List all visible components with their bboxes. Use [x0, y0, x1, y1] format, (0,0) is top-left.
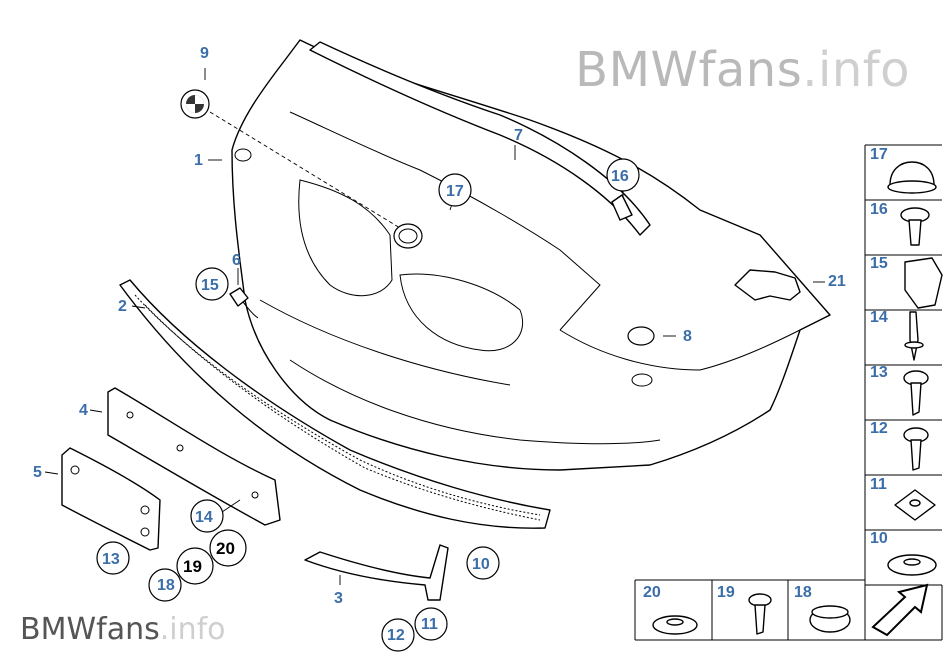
- callout-circle-17: [438, 173, 472, 207]
- bottom-fasteners: [634, 579, 943, 641]
- bumper-cover-part[interactable]: [231, 39, 831, 471]
- callout-3[interactable]: 3: [334, 590, 343, 607]
- fastener-20-icon[interactable]: [652, 615, 698, 635]
- sidebar-label-15[interactable]: 15: [870, 255, 888, 272]
- watermark-top-suffix: .info: [802, 42, 910, 98]
- callout-7[interactable]: 7: [514, 127, 523, 144]
- callout-14-circle[interactable]: 14: [195, 509, 213, 526]
- sidebar-label-13[interactable]: 13: [870, 364, 888, 381]
- sidebar-label-16[interactable]: 16: [870, 201, 888, 218]
- callout-20-circle[interactable]: 20: [216, 539, 235, 558]
- callout-circle-15: [195, 267, 229, 301]
- callout-circle-18: [148, 568, 182, 602]
- callout-16-circle[interactable]: 16: [611, 168, 629, 185]
- callout-4[interactable]: 4: [79, 402, 88, 419]
- sidebar-label-10[interactable]: 10: [870, 530, 888, 547]
- fastener-10-icon[interactable]: [887, 554, 937, 576]
- fastener-18-icon[interactable]: [809, 605, 851, 633]
- callout-circle-20: [209, 529, 247, 567]
- callout-circle-12: [381, 618, 415, 652]
- watermark-bottom-suffix: .info: [159, 612, 226, 647]
- sidebar-fasteners: [864, 144, 943, 586]
- callout-circles: [96, 158, 640, 652]
- bmw-emblem-part[interactable]: [180, 89, 210, 119]
- callout-circle-13: [96, 541, 130, 575]
- fastener-11-icon[interactable]: [894, 489, 936, 521]
- callout-11-circle[interactable]: 11: [421, 616, 438, 633]
- fastener-13-icon[interactable]: [903, 370, 929, 416]
- plate-base-part[interactable]: [107, 387, 281, 526]
- sidebar-label-12[interactable]: 12: [870, 420, 888, 437]
- fastener-12-icon[interactable]: [903, 427, 929, 471]
- callout-21[interactable]: 21: [828, 273, 846, 290]
- fastener-16-icon[interactable]: [900, 207, 930, 246]
- callout-circle-14: [190, 499, 224, 533]
- callout-circle-10: [466, 546, 500, 580]
- bracket-21-part[interactable]: [734, 269, 801, 301]
- callout-1[interactable]: 1: [194, 152, 203, 169]
- bottom-label-18[interactable]: 18: [794, 584, 812, 601]
- callout-labels: 1 2 3 4 5 6 7 8 9 21 16 17 15 14 20 19 1…: [33, 45, 888, 644]
- callout-circle-11: [414, 607, 448, 641]
- watermark-top: BMWfans.info: [575, 42, 910, 98]
- plate-holder-part[interactable]: [61, 447, 161, 551]
- lower-grille-part[interactable]: [119, 279, 551, 529]
- sidebar-label-14[interactable]: 14: [870, 309, 888, 326]
- callout-9[interactable]: 9: [200, 45, 209, 62]
- sidebar-label-17[interactable]: 17: [870, 146, 888, 163]
- watermark-top-main: BMWfans: [575, 42, 803, 98]
- callout-6[interactable]: 6: [232, 252, 241, 269]
- watermark-bottom-main: BMWfans: [20, 612, 160, 647]
- sensor-part[interactable]: [229, 287, 259, 319]
- tow-cap-part[interactable]: [627, 326, 655, 346]
- callout-13-circle[interactable]: 13: [102, 551, 120, 568]
- sidebar-label-11[interactable]: 11: [870, 476, 887, 493]
- callout-2[interactable]: 2: [118, 298, 127, 315]
- callout-circle-16: [606, 158, 640, 192]
- callout-8[interactable]: 8: [683, 328, 692, 345]
- bracket-part[interactable]: [304, 544, 449, 601]
- bottom-label-19[interactable]: 19: [717, 584, 735, 601]
- callout-15-circle[interactable]: 15: [201, 277, 219, 294]
- upper-strip-part[interactable]: [309, 41, 651, 236]
- bottom-label-20[interactable]: 20: [643, 584, 661, 601]
- fastener-14-icon[interactable]: [904, 311, 924, 361]
- callout-19-circle[interactable]: 19: [183, 557, 202, 576]
- clip-16-part[interactable]: [611, 194, 633, 221]
- callout-17-circle[interactable]: 17: [446, 183, 464, 200]
- watermark-bottom: BMWfans.info: [20, 612, 226, 647]
- callout-18-circle[interactable]: 18: [157, 577, 175, 594]
- next-arrow-icon[interactable]: [871, 583, 929, 637]
- callout-10-circle[interactable]: 10: [472, 556, 490, 573]
- fastener-19-icon[interactable]: [748, 593, 772, 635]
- fastener-15-icon[interactable]: [904, 257, 943, 309]
- callout-circle-19: [176, 547, 214, 585]
- callout-5[interactable]: 5: [33, 464, 42, 481]
- fastener-17-icon[interactable]: [887, 161, 937, 194]
- callout-12-circle[interactable]: 12: [387, 627, 405, 644]
